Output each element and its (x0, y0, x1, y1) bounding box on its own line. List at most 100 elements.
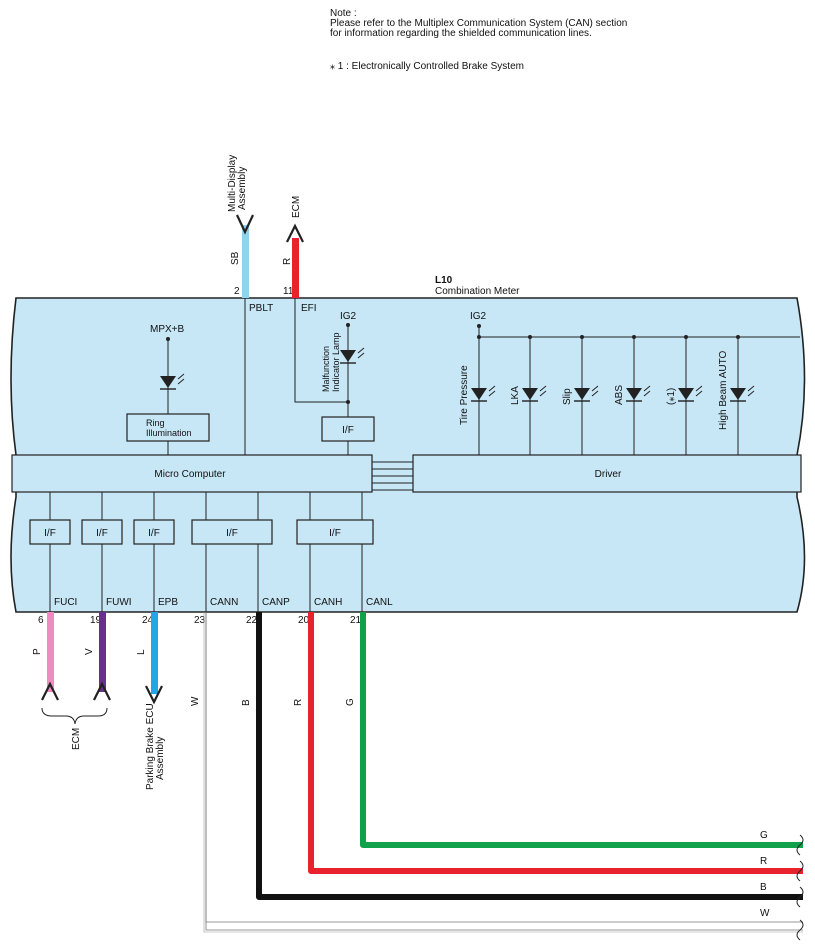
lamp-label: High Beam AUTO (718, 350, 729, 430)
svg-text:P: P (32, 648, 43, 655)
wire-color-sb: SB (230, 251, 241, 265)
ring-led-icon (160, 376, 176, 388)
pin-11: 11 (283, 286, 294, 297)
signal-label: CANN (210, 597, 238, 608)
wire-fuwi: FUWI 19V (84, 597, 132, 701)
if-mil-label: I/F (342, 425, 354, 436)
signal-label: CANP (262, 597, 290, 608)
warning-lamps: Tire Pressure LKA Slip ABS (⁎1) High Beam AUT… (459, 335, 755, 455)
dest-parking-2: Assembly (155, 737, 166, 780)
pin-label: 23 (194, 615, 206, 626)
micro-computer-box (11, 454, 373, 493)
if-box-2: I/F (133, 492, 175, 612)
right-label-r: R (760, 856, 767, 867)
wire-canl: CANL 21G (345, 597, 804, 856)
if-boxes: I/F I/F I/F I/F I/F (29, 492, 374, 612)
right-label-w: W (760, 908, 770, 919)
note-heading: Note : (330, 8, 357, 19)
right-label-g: G (760, 830, 768, 841)
svg-text:I/F: I/F (148, 528, 160, 539)
wire-r-ecm (292, 238, 299, 298)
signal-label: CANH (314, 597, 342, 608)
wire-cann: CANN 23W (190, 597, 804, 941)
svg-text:L: L (136, 649, 147, 655)
mil-led-icon (340, 350, 356, 362)
svg-text:I/F: I/F (329, 528, 341, 539)
lamp-label: Slip (562, 388, 573, 405)
component-code: L10 (435, 275, 453, 286)
svg-text:I/F: I/F (226, 528, 238, 539)
if-box-1: I/F (81, 492, 123, 612)
lamp-led-icon (626, 388, 642, 400)
lamp-led-icon (730, 388, 746, 400)
signal-efi: EFI (301, 303, 317, 314)
svg-text:G: G (345, 698, 356, 706)
efi-line (294, 298, 348, 403)
right-label-b: B (760, 882, 767, 893)
wire-epb: EPB 24L (136, 597, 178, 705)
lamp-led-icon (678, 388, 694, 400)
pin-label: 21 (350, 615, 362, 626)
dest-multi-display-1: Multi-Display (227, 155, 238, 212)
if-box-4: I/F (296, 492, 374, 612)
wire-canp: CANP 22B (241, 597, 804, 908)
ring-label-1: Ring (146, 418, 165, 428)
lamp-label: (⁎1) (666, 388, 677, 405)
signal-pblt: PBLT (249, 303, 273, 314)
pin-label: 6 (38, 615, 44, 626)
pin-label: 20 (298, 615, 310, 626)
mil-label-1: Malfunction (321, 346, 331, 392)
component-name: Combination Meter (435, 286, 520, 297)
pin-2: 2 (234, 286, 240, 297)
dest-multi-display-2: Assembly (237, 167, 248, 210)
arrow-to-ecm (286, 223, 304, 243)
note-footnote: ⁎ 1 : Electronically Controlled Brake Sy… (330, 61, 524, 72)
mil-label-2: Indicator Lamp (331, 332, 341, 392)
pin-label: 24 (142, 615, 154, 626)
lamp-led-icon (574, 388, 590, 400)
bottom-wires: FUCI 6P FUWI 19V EPB 24L CANN 23W CANP 22B CANH 20R… (32, 597, 804, 941)
dest-ecm-top: ECM (291, 196, 302, 218)
signal-label: FUWI (106, 597, 132, 608)
pin-label: 19 (90, 615, 102, 626)
driver-box (412, 454, 802, 493)
dest-parking-1: Parking Brake ECU (145, 703, 156, 790)
if-mil-box (321, 416, 375, 442)
lamp-led-icon (522, 388, 538, 400)
signal-label: FUCI (54, 597, 77, 608)
svg-text:V: V (84, 648, 95, 655)
lamp-3: ABS (614, 335, 651, 455)
note-line-2: for information regarding the shielded c… (330, 28, 592, 39)
svg-text:B: B (241, 699, 252, 706)
svg-text:I/F: I/F (96, 528, 108, 539)
note-line-1: Please refer to the Multiplex Communicat… (330, 18, 627, 29)
signal-label: CANL (366, 597, 393, 608)
bus-lines (372, 461, 413, 491)
svg-text:I/F: I/F (44, 528, 56, 539)
ring-label-2: Illumination (146, 428, 192, 438)
wire-sb (242, 225, 249, 298)
lamp-label: LKA (510, 386, 521, 405)
pin-label: 22 (246, 615, 258, 626)
ring-illumination-box (126, 413, 210, 442)
mpx-label: MPX+B (150, 324, 185, 335)
ig2-left: IG2 (340, 311, 357, 322)
micro-computer-label: Micro Computer (154, 469, 226, 480)
lamp-label: Tire Pressure (459, 365, 470, 425)
if-box-0: I/F (29, 492, 71, 612)
lamp-5: High Beam AUTO (718, 335, 755, 455)
driver-label: Driver (595, 469, 622, 480)
lamp-4: (⁎1) (666, 335, 703, 455)
lamp-2: Slip (562, 335, 599, 455)
arrow-to-multi-display (236, 214, 254, 235)
svg-text:R: R (293, 699, 304, 706)
wire-fuci: FUCI 6P (32, 597, 77, 701)
ig2-right: IG2 (470, 311, 487, 322)
signal-label: EPB (158, 597, 178, 608)
lamp-label: ABS (614, 385, 625, 405)
svg-text:W: W (190, 696, 201, 706)
if-box-3: I/F (191, 492, 273, 612)
dest-ecm-bottom: ECM (71, 728, 82, 750)
lamp-0: Tire Pressure (459, 335, 496, 455)
